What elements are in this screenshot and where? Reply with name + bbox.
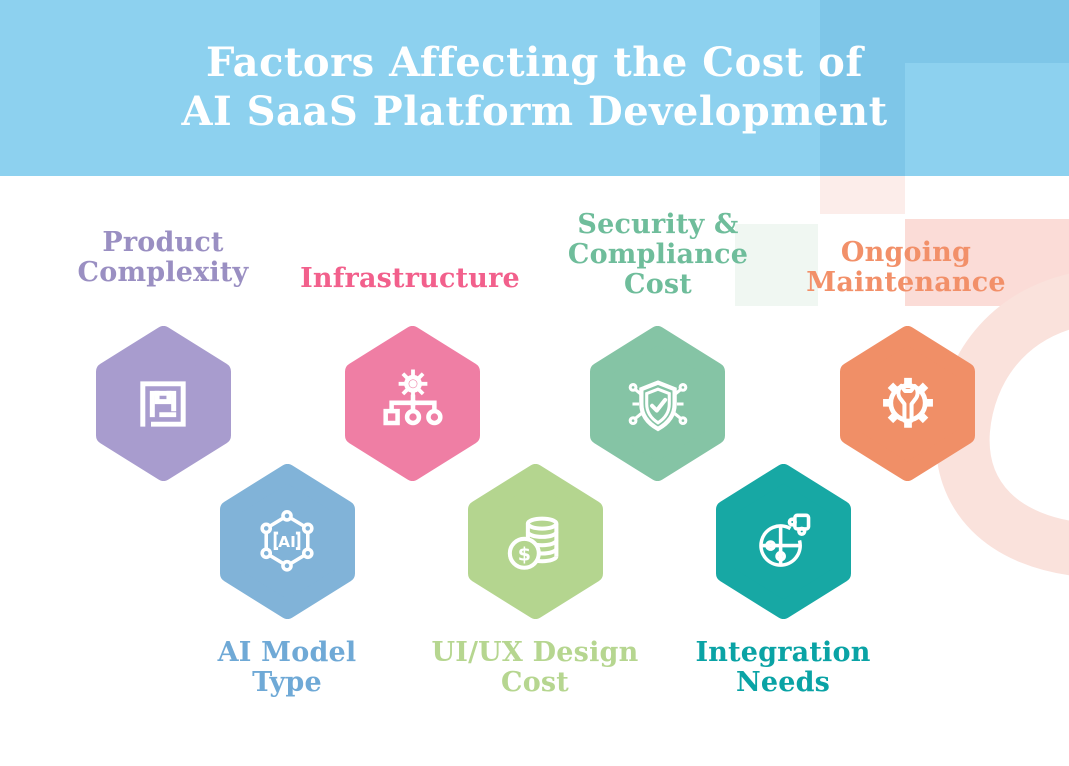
factor-label-line: UI/UX Design <box>431 637 639 668</box>
page-title-line2: AI SaaS Platform Development <box>181 88 888 135</box>
factor-label-line: AI Model <box>217 637 357 668</box>
factor-label-line: Cost <box>624 269 692 300</box>
gear-wrench-icon <box>882 377 933 428</box>
decor-pink-strip <box>820 176 905 214</box>
factor-label-line: Type <box>252 667 322 698</box>
decor-header-strip <box>820 0 905 176</box>
maze-icon <box>140 380 186 427</box>
factor-label-line: Ongoing <box>840 237 972 268</box>
globe-puzzle-icon <box>759 513 811 567</box>
ai-node-icon: AI <box>260 509 314 572</box>
factor-label-line: Needs <box>735 667 831 698</box>
shield-check-icon <box>628 379 687 431</box>
page-title-line1: Factors Affecting the Cost of <box>205 39 864 86</box>
svg-text:AI: AI <box>278 532 296 550</box>
coins-icon: $ <box>507 516 559 570</box>
header-banner: Factors Affecting the Cost of AI SaaS Pl… <box>0 0 1069 176</box>
factor-label-line: Compliance <box>567 239 749 270</box>
factor-label-line: Integration <box>695 637 871 668</box>
decor-header-corner <box>905 0 1069 63</box>
hexagon-shape <box>590 326 725 481</box>
factor-label-line: Complexity <box>77 257 249 288</box>
factor-label-line: Security & <box>577 209 739 240</box>
hexagon-shape <box>715 464 851 619</box>
page-title: Factors Affecting the Cost of AI SaaS Pl… <box>0 38 1069 136</box>
decor-green-square <box>735 224 818 306</box>
factor-label-line: Cost <box>501 667 569 698</box>
hexagon-shape <box>219 464 355 619</box>
factor-label: Infrastructure <box>270 264 550 294</box>
factor-label-line: Maintenance <box>806 267 1006 298</box>
factor-label-line: Product <box>102 227 224 258</box>
network-gear-icon <box>382 368 443 425</box>
svg-text:$: $ <box>518 543 531 565</box>
factor-label-line: Infrastructure <box>300 263 520 294</box>
